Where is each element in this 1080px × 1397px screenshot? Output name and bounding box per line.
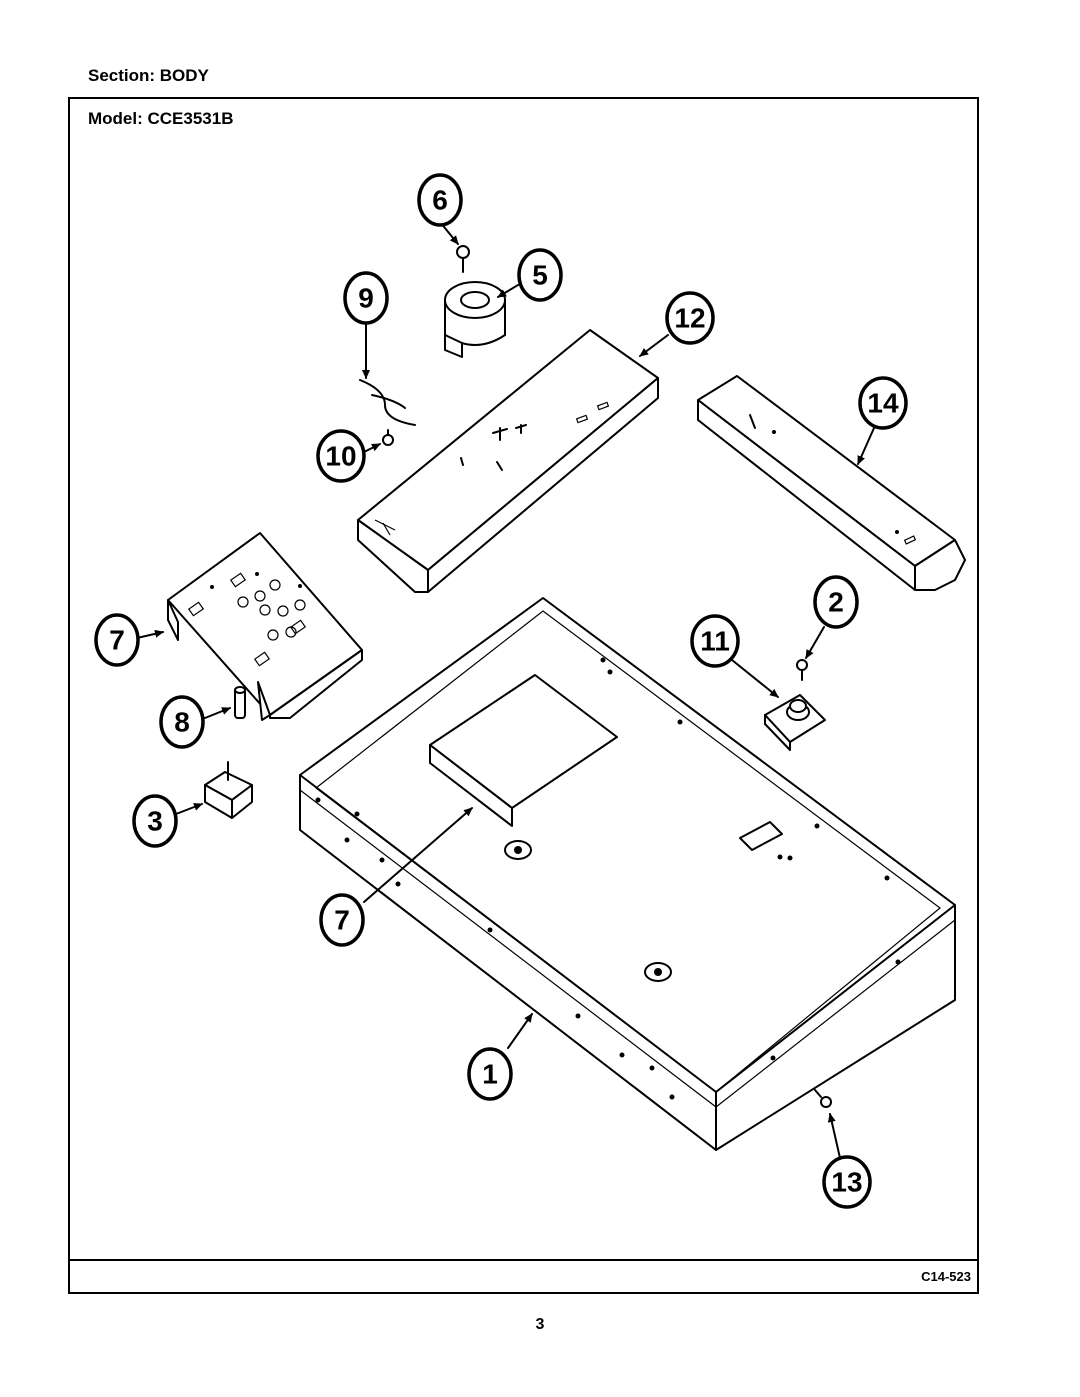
- section-title: Section: BODY: [88, 66, 209, 85]
- leader-12: [639, 334, 669, 357]
- callout-10: 10: [316, 429, 366, 483]
- svg-text:10: 10: [325, 441, 356, 472]
- svg-text:6: 6: [432, 185, 448, 216]
- leader-7-top: [136, 629, 164, 639]
- part-post: [234, 686, 246, 719]
- part-channel-cover: [357, 329, 659, 593]
- leader-13: [827, 1113, 841, 1159]
- svg-text:11: 11: [700, 626, 730, 657]
- part-leveling-foot: [204, 761, 253, 819]
- leader-11: [731, 659, 779, 698]
- part-screw-2: [796, 659, 808, 681]
- part-control-bracket: [167, 532, 363, 721]
- part-screw-13: [814, 1089, 832, 1108]
- callout-6: 6: [417, 173, 463, 227]
- svg-text:8: 8: [174, 707, 190, 738]
- leader-10: [363, 443, 381, 453]
- svg-text:9: 9: [358, 283, 374, 314]
- callout-13: 13: [822, 1155, 872, 1209]
- page-number: 3: [535, 1316, 545, 1333]
- drawing-code: C14-523: [921, 1269, 971, 1284]
- callout-14: 14: [858, 376, 908, 430]
- callout-8: 8: [159, 695, 205, 749]
- callout-2: 2: [813, 575, 859, 629]
- footer-divider: [70, 1259, 977, 1261]
- diagram-frame: Model: CCE3531B C14-523: [68, 97, 979, 1294]
- leader-1: [507, 1013, 533, 1049]
- svg-text:13: 13: [831, 1167, 862, 1198]
- part-clip: [382, 429, 394, 446]
- callout-12: 12: [665, 291, 715, 345]
- part-duct-fitting: [444, 281, 506, 358]
- part-screw-6: [456, 245, 470, 273]
- callout-1: 1: [467, 1047, 513, 1101]
- leader-arrows: [136, 221, 875, 1159]
- svg-text:2: 2: [828, 587, 844, 618]
- model-title: Model: CCE3531B: [88, 109, 234, 128]
- svg-text:7: 7: [109, 625, 125, 656]
- callout-9: 9: [343, 271, 389, 325]
- leader-3: [175, 803, 203, 815]
- part-body-tray: [299, 597, 956, 1151]
- svg-text:3: 3: [147, 806, 163, 837]
- leader-8: [204, 707, 231, 719]
- leader-14: [857, 427, 875, 465]
- svg-text:5: 5: [532, 260, 548, 291]
- svg-text:1: 1: [482, 1059, 498, 1090]
- callout-11: 11: [690, 614, 740, 668]
- part-rear-channel: [697, 375, 966, 591]
- part-switch: [764, 694, 826, 751]
- callout-3: 3: [132, 794, 178, 848]
- leader-2: [805, 626, 825, 659]
- svg-text:7: 7: [334, 905, 350, 936]
- leader-7-bottom: [363, 807, 473, 903]
- svg-text:12: 12: [674, 303, 705, 334]
- part-bracket-plate: [429, 674, 618, 827]
- callout-5: 5: [517, 248, 563, 302]
- callout-7-bottom: 7: [319, 893, 365, 947]
- part-wire-harness: [359, 379, 416, 426]
- callout-7-top: 7: [94, 613, 140, 667]
- leader-5: [497, 284, 519, 298]
- svg-text:14: 14: [867, 388, 899, 419]
